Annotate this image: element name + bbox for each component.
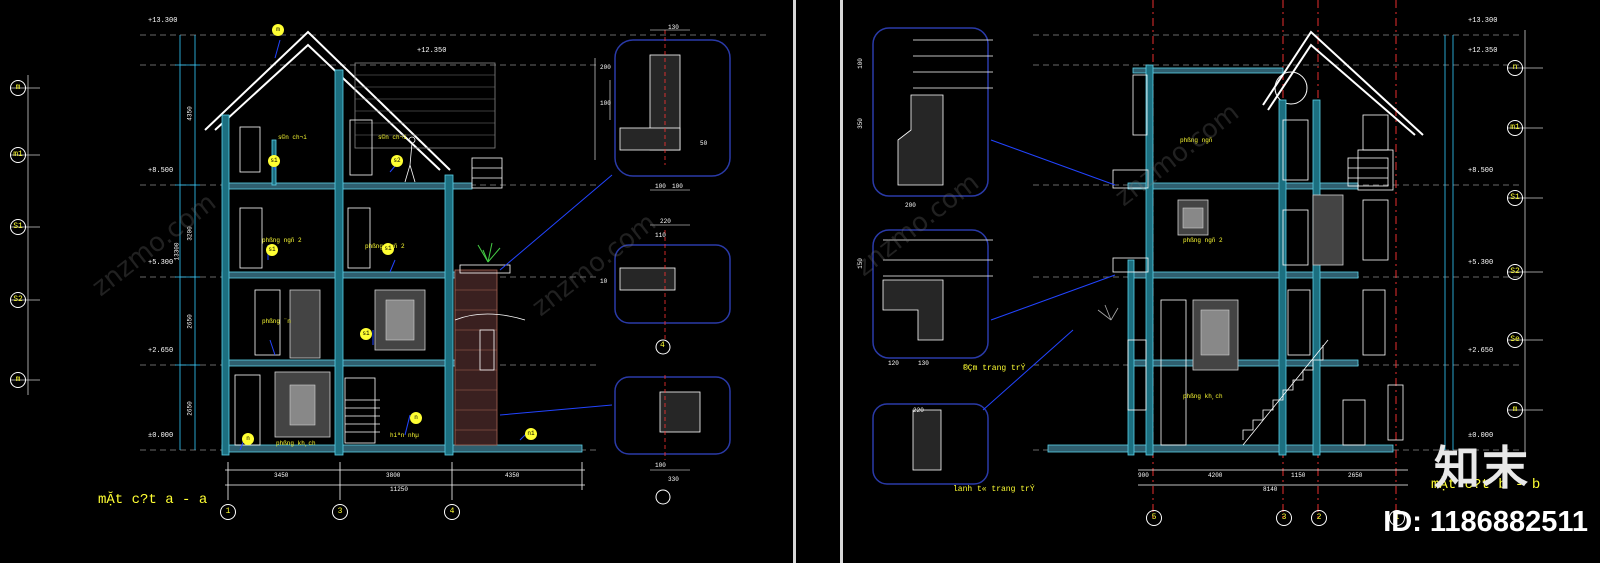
dim-h: 900 <box>1138 472 1149 479</box>
level-tag: S1 <box>1507 190 1523 206</box>
room-tag: s1 <box>360 328 372 340</box>
level-label: +12.350 <box>417 47 447 55</box>
section-a-a-panel: mẶt c?t a - a +13.300 +12.350 +8.500 +5.… <box>0 0 793 563</box>
room-label: phßng kh¸ch <box>276 440 316 447</box>
brand-logo: 知末 <box>1434 441 1530 495</box>
detail-ref: 4 <box>660 341 665 350</box>
detail-dim: 200 <box>600 64 611 71</box>
section-b-b-panel: mẶt c?t b - b +13.300 +12.350 +8.500 +5.… <box>843 0 1600 563</box>
detail-label: ®Çm trang trÝ <box>963 364 1026 373</box>
level-tag: m <box>10 372 26 388</box>
room-tag: s1 <box>266 244 278 256</box>
room-tag: n <box>410 412 422 424</box>
axis-bubble: 1 <box>1389 510 1405 526</box>
room-label: phßng ngñ 2 <box>1183 237 1223 244</box>
detail-dim: 120 <box>888 360 899 367</box>
axis-bubble: 3 <box>1276 510 1292 526</box>
room-tag: n1 <box>525 428 537 440</box>
level-label: +5.300 <box>1468 259 1494 267</box>
room-label: phßng kh¸ch <box>1183 393 1223 400</box>
detail-dim: 220 <box>660 218 671 225</box>
level-tag: S2 <box>1507 264 1523 280</box>
room-label: phßng ngñ 2 <box>262 237 302 244</box>
room-tag: s1 <box>268 155 280 167</box>
level-label: +12.350 <box>1468 47 1498 55</box>
level-tag: m <box>10 80 26 96</box>
level-label: +8.500 <box>1468 167 1494 175</box>
detail-dim: 10 <box>600 278 608 285</box>
dim-v: 4350 <box>186 106 194 121</box>
axis-bubble: 4 <box>444 504 460 520</box>
detail-dim: 100 <box>600 100 611 107</box>
level-label: +2.650 <box>1468 347 1494 355</box>
room-tag: n <box>242 433 254 445</box>
axis-bubble: 1 <box>220 504 236 520</box>
level-label: ±0.000 <box>148 432 174 440</box>
level-tag: m1 <box>10 147 26 163</box>
panel-divider <box>793 0 796 563</box>
axis-bubble: 3 <box>332 504 348 520</box>
detail-dim: 350 <box>856 118 864 129</box>
section-b-b-title: mẶt c?t b - b <box>1431 477 1541 493</box>
section-a-a-title: mẶt c?t a - a <box>98 492 208 508</box>
dim-h: 3800 <box>386 472 401 479</box>
room-tag: s2 <box>391 155 403 167</box>
room-tag: m <box>272 24 284 36</box>
dim-h-total: 8140 <box>1263 486 1278 493</box>
image-id-label: ID: 1186882511 <box>1383 506 1588 538</box>
detail-dim: 130 <box>668 24 679 31</box>
dim-h: 2650 <box>1348 472 1363 479</box>
room-label: phßng ¨n <box>262 318 291 325</box>
detail-dim: 100 <box>655 462 666 469</box>
level-tag: Se <box>1507 332 1523 348</box>
detail-dim: 110 <box>655 232 666 239</box>
panel-divider <box>840 0 843 563</box>
level-tag: m <box>1507 402 1523 418</box>
dim-h-total: 11250 <box>390 486 409 493</box>
detail-label: lanh t« trang trÝ <box>953 485 1035 494</box>
axis-bubble: 5 <box>1146 510 1162 526</box>
level-tag: S2 <box>10 292 26 308</box>
dim-h: 4200 <box>1208 472 1223 479</box>
detail-dim: 200 <box>905 202 916 209</box>
detail-dim: 220 <box>913 407 924 414</box>
room-label: hiªn nhµ <box>390 432 419 439</box>
level-tag: m1 <box>1507 120 1523 136</box>
axis-bubble: 2 <box>1311 510 1327 526</box>
detail-dim: 100 <box>655 183 666 190</box>
dim-h: 1150 <box>1291 472 1306 479</box>
room-tag: s1 <box>382 243 394 255</box>
level-label: +5.300 <box>148 259 174 267</box>
level-label: +13.300 <box>148 17 178 25</box>
level-label: +8.500 <box>148 167 174 175</box>
detail-dim: 100 <box>672 183 683 190</box>
room-label: s©n ch¬i <box>278 134 307 141</box>
detail-dim: 130 <box>918 360 929 367</box>
room-label: s©n ch¬i <box>378 134 407 141</box>
detail-dim: 100 <box>856 58 864 69</box>
detail-dim: 50 <box>700 140 708 147</box>
room-label: phßng ngñ <box>1180 137 1213 144</box>
level-label: +2.650 <box>148 347 174 355</box>
level-label: +13.300 <box>1468 17 1498 25</box>
section-a-a-drawing <box>10 29 770 505</box>
level-tag: n <box>1507 60 1523 76</box>
dim-h: 4350 <box>505 472 520 479</box>
dim-h: 3450 <box>274 472 289 479</box>
detail-dim: 330 <box>668 476 679 483</box>
level-label: ±0.000 <box>1468 432 1494 440</box>
level-tag: S1 <box>10 219 26 235</box>
dim-v: 2650 <box>186 314 194 329</box>
section-b-b-drawing <box>872 0 1543 520</box>
dim-v: 2650 <box>186 401 194 416</box>
